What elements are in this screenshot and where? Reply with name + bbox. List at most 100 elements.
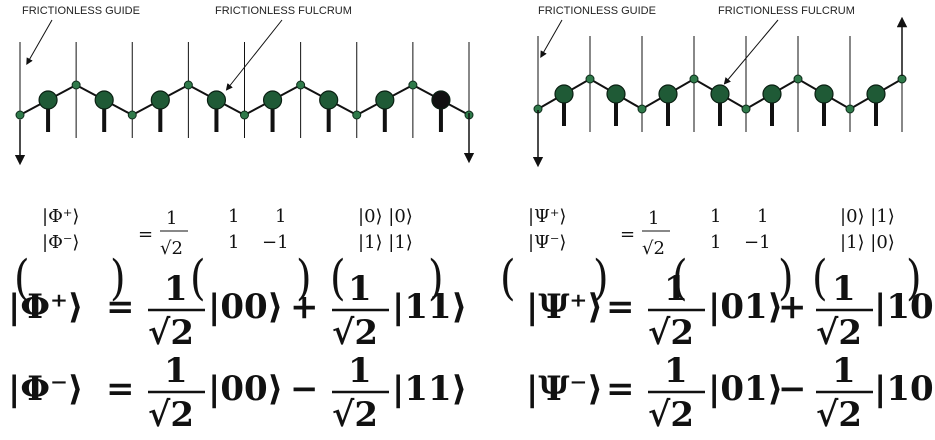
psi-minus-den2: √2 bbox=[816, 395, 862, 435]
phi-minus-num1: 1 bbox=[164, 351, 188, 391]
phi-plus-den2: √2 bbox=[332, 313, 378, 353]
right-fulcrum-label: FRICTIONLESS FULCRUM bbox=[718, 5, 855, 17]
lhs-open-paren: ( bbox=[14, 251, 30, 306]
psi-plus-equals: = bbox=[606, 287, 635, 327]
right-beads bbox=[554, 84, 886, 104]
left-fulcrum-node bbox=[71, 80, 81, 90]
rhs-row-1: |0⟩ |0⟩ bbox=[358, 206, 413, 227]
right-guide-label: FRICTIONLESS GUIDE bbox=[538, 5, 656, 17]
psi-rhs-row-1: |0⟩ |1⟩ bbox=[840, 206, 895, 227]
psi-plus-den1: √2 bbox=[648, 313, 694, 353]
matrix-a12: 1 bbox=[275, 206, 286, 227]
left-bead bbox=[94, 90, 114, 110]
phi-plus-ket1: |00⟩ bbox=[208, 287, 283, 327]
phi-minus-den2: √2 bbox=[332, 395, 378, 435]
left-bead bbox=[375, 90, 395, 110]
left-fulcrum-node bbox=[352, 110, 362, 120]
psi-matrix-equation: ( |Ψ⁺⟩ |Ψ⁻⟩ ) = 1 √2 ( 1 1 1 −1 ) ( |0⟩ … bbox=[500, 206, 922, 306]
phi-plus-ket2: |11⟩ bbox=[392, 287, 467, 327]
right-bead bbox=[762, 84, 782, 104]
psi-minus-equation: |Ψ⁻⟩ = 1 √2 |01⟩ − 1 √2 |10⟩ bbox=[526, 351, 935, 435]
phi-plus-op: + bbox=[290, 287, 319, 327]
right-bead bbox=[658, 84, 678, 104]
factor-denominator: √2 bbox=[160, 238, 183, 259]
left-bead bbox=[38, 90, 58, 110]
right-fulcrum-node bbox=[741, 104, 751, 114]
psi-matrix-equals: = bbox=[620, 224, 635, 245]
psi-factor-denominator: √2 bbox=[642, 238, 665, 259]
psi-plus-num2: 1 bbox=[832, 269, 856, 309]
lhs-close-paren: ) bbox=[110, 251, 126, 306]
phi-minus-ket2: |11⟩ bbox=[392, 369, 467, 409]
psi-plus-ket1: |01⟩ bbox=[708, 287, 783, 327]
right-bead bbox=[710, 84, 730, 104]
psi-lhs-open-paren: ( bbox=[500, 251, 516, 306]
phi-matrix-equation: ( |Φ⁺⟩ |Φ⁻⟩ ) = 1 √2 ( 1 1 1 −1 ) ( |0⟩ … bbox=[14, 206, 444, 306]
left-bead bbox=[431, 90, 451, 110]
right-lever-diagram: FRICTIONLESS GUIDE FRICTIONLESS FULCRUM bbox=[532, 5, 908, 168]
right-bead bbox=[814, 84, 834, 104]
psi-matrix-a11: 1 bbox=[710, 206, 721, 227]
left-fulcrum-node bbox=[240, 110, 249, 120]
left-bead bbox=[150, 90, 170, 110]
phi-minus-equation: |Φ⁻⟩ = 1 √2 |00⟩ − 1 √2 |11⟩ bbox=[8, 351, 467, 435]
psi-minus-ket1: |01⟩ bbox=[708, 369, 783, 409]
left-beads bbox=[38, 90, 451, 110]
psi-rhs-row-2: |1⟩ |0⟩ bbox=[840, 232, 895, 253]
right-bead bbox=[606, 84, 626, 104]
phi-minus-op: − bbox=[290, 369, 319, 409]
left-fulcrum-node bbox=[296, 80, 306, 90]
left-lever-diagram: FRICTIONLESS GUIDE FRICTIONLESS FULCRUM bbox=[14, 5, 475, 166]
phi-minus-lhs: |Φ⁻⟩ bbox=[8, 369, 83, 409]
psi-factor-numerator: 1 bbox=[648, 208, 659, 229]
right-bead bbox=[554, 84, 574, 104]
left-guide-label: FRICTIONLESS GUIDE bbox=[22, 5, 140, 17]
psi-plus-lhs: |Ψ⁺⟩ bbox=[526, 287, 603, 327]
phi-plus-equals: = bbox=[106, 287, 135, 327]
matrix-a11: 1 bbox=[228, 206, 239, 227]
factor-numerator: 1 bbox=[166, 208, 177, 229]
psi-lhs-close-paren: ) bbox=[593, 251, 609, 306]
psi-minus-op: − bbox=[778, 369, 807, 409]
psi-minus-den1: √2 bbox=[648, 395, 694, 435]
left-fulcrum-node bbox=[127, 110, 137, 120]
psi-plus-num1: 1 bbox=[664, 269, 688, 309]
psi-minus-num2: 1 bbox=[832, 351, 856, 391]
psi-matrix-a22: −1 bbox=[744, 232, 771, 253]
matrix-a21: 1 bbox=[228, 232, 239, 253]
phi-plus-den1: √2 bbox=[148, 313, 194, 353]
phi-minus-equals: = bbox=[106, 369, 135, 409]
lhs-phi-minus: |Φ⁻⟩ bbox=[42, 232, 79, 253]
matrix-open-paren: ( bbox=[190, 251, 206, 306]
lhs-psi-plus: |Ψ⁺⟩ bbox=[528, 206, 566, 227]
right-fulcrum-nodes bbox=[533, 74, 907, 114]
psi-minus-equals: = bbox=[606, 369, 635, 409]
matrix-equals: = bbox=[138, 224, 153, 245]
psi-plus-ket2: |10⟩ bbox=[874, 287, 935, 327]
left-fulcrum-node bbox=[183, 80, 193, 90]
psi-minus-num1: 1 bbox=[664, 351, 688, 391]
left-guide-pointer bbox=[26, 19, 53, 66]
right-guide-pointer bbox=[540, 19, 563, 59]
lhs-phi-plus: |Φ⁺⟩ bbox=[42, 206, 79, 227]
left-fulcrum-node bbox=[15, 110, 25, 120]
right-fulcrum-node bbox=[689, 74, 699, 84]
rhs-open-paren: ( bbox=[330, 251, 346, 306]
matrix-close-paren: ) bbox=[296, 251, 312, 306]
rhs-row-2: |1⟩ |1⟩ bbox=[358, 232, 413, 253]
psi-rhs-close-paren: ) bbox=[906, 251, 922, 306]
left-bead bbox=[262, 90, 283, 110]
psi-plus-den2: √2 bbox=[816, 313, 862, 353]
phi-minus-ket1: |00⟩ bbox=[208, 369, 283, 409]
right-fulcrum-node bbox=[637, 104, 647, 114]
right-fulcrum-pointer bbox=[723, 19, 779, 85]
right-fulcrum-node bbox=[793, 74, 803, 84]
psi-rhs-open-paren: ( bbox=[812, 251, 828, 306]
matrix-a22: −1 bbox=[262, 232, 289, 253]
left-guide-lines bbox=[19, 42, 470, 138]
phi-plus-num1: 1 bbox=[164, 269, 188, 309]
phi-plus-num2: 1 bbox=[348, 269, 372, 309]
right-bead bbox=[866, 84, 886, 104]
psi-matrix-a21: 1 bbox=[710, 232, 721, 253]
